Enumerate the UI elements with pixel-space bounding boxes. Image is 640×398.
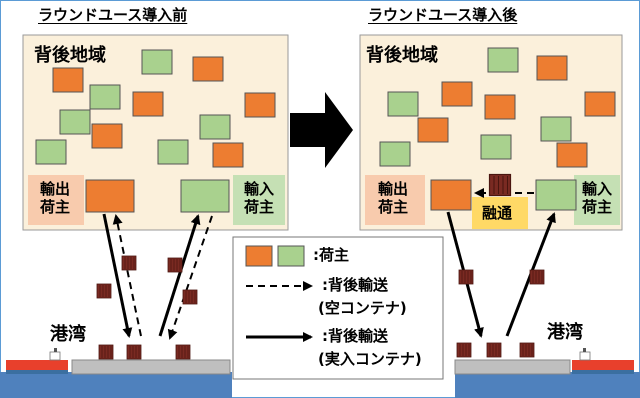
before-import-shipper bbox=[180, 179, 230, 213]
after-shippers bbox=[379, 47, 616, 211]
after-import-shipper bbox=[535, 179, 577, 211]
legend-full-line2: (実入コンテナ) bbox=[318, 350, 422, 368]
legend-shipper-text: :荷主 bbox=[313, 246, 349, 264]
legend-full-line1: :背後輸送 bbox=[322, 327, 388, 345]
after-port-label: 港湾 bbox=[547, 322, 583, 343]
transfer-label: 融通 bbox=[482, 204, 513, 222]
before-region-label: 背後地域 bbox=[34, 45, 106, 66]
before-port bbox=[0, 347, 232, 398]
before-export-label: 輸出 荷主 bbox=[39, 180, 70, 216]
before-shippers bbox=[35, 49, 276, 213]
after-port bbox=[454, 347, 640, 398]
before-export-shipper bbox=[85, 179, 135, 213]
before-port-label: 港湾 bbox=[50, 324, 86, 345]
after-export-label-bg bbox=[365, 175, 425, 225]
after-export-shipper bbox=[430, 179, 472, 211]
after-region-label: 背後地域 bbox=[366, 45, 438, 66]
legend-empty-line1: :背後輸送 bbox=[322, 276, 388, 294]
after-import-label: 輸入 荷主 bbox=[581, 180, 612, 216]
before-import-label-bg bbox=[233, 175, 285, 225]
before-containers bbox=[96, 255, 198, 360]
legend-green-swatch bbox=[277, 245, 305, 267]
before-import-label: 輸入 荷主 bbox=[243, 180, 274, 216]
before-transport-arrows bbox=[102, 213, 213, 340]
after-title: ラウンドユース導入後 bbox=[368, 6, 518, 24]
before-title: ラウンドユース導入前 bbox=[38, 6, 188, 24]
legend-orange-swatch bbox=[245, 245, 273, 267]
after-export-label: 輸出 荷主 bbox=[377, 180, 408, 216]
after-import-label-bg bbox=[574, 175, 620, 225]
transfer-label-bg bbox=[472, 197, 528, 229]
before-export-label-bg bbox=[28, 175, 84, 225]
legend-box bbox=[232, 236, 444, 380]
before-to-after-arrow bbox=[290, 92, 353, 168]
legend-empty-line2: (空コンテナ) bbox=[318, 299, 407, 317]
